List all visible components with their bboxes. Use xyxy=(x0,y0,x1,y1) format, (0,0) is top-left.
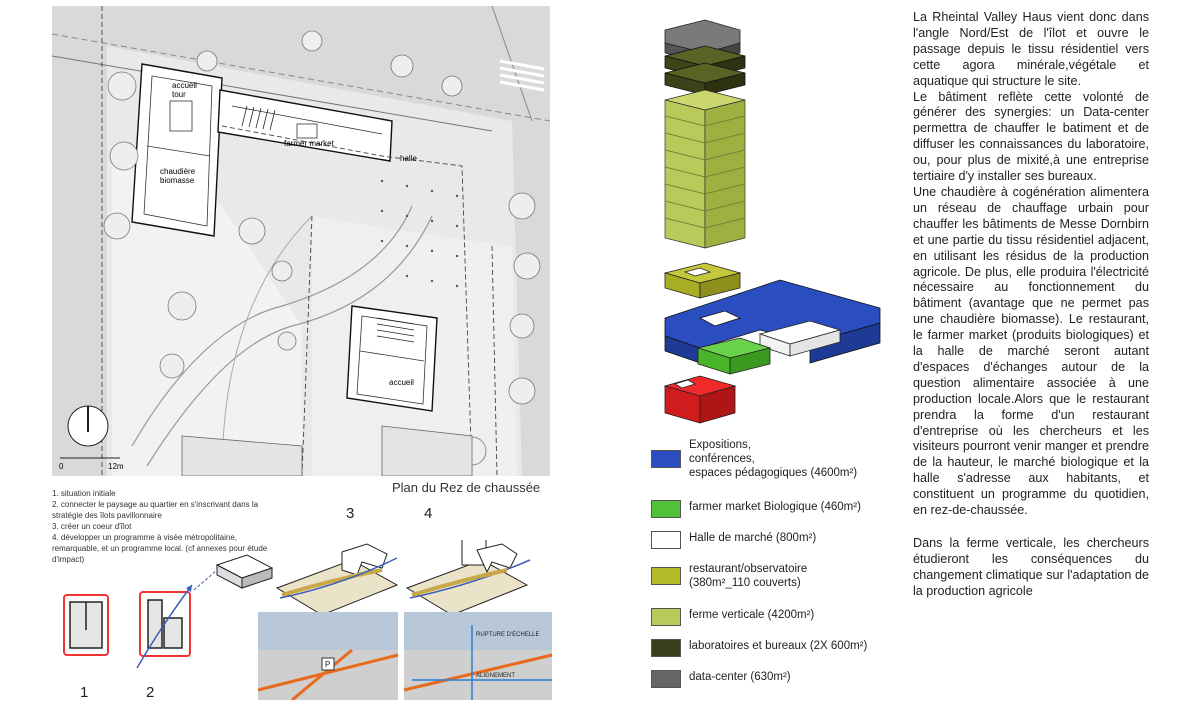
legend-label: Expositions, conférences, espaces pédago… xyxy=(689,439,858,479)
legend-item: Halle de marché (800m²) xyxy=(651,531,816,549)
step-item: 3. créer un coeur d'îlot xyxy=(52,522,132,531)
paragraph: Une chaudière à cogénération alimentera … xyxy=(913,184,1149,518)
svg-text:tour: tour xyxy=(172,90,186,99)
diagram-3 xyxy=(275,543,399,616)
step-item: 2. connecter le paysage au quartier en s… xyxy=(52,500,259,520)
description-text: La Rheintal Valley Haus vient donc dans … xyxy=(913,10,1149,600)
paragraph: Dans la ferme verticale, les chercheurs … xyxy=(913,536,1149,598)
legend-item: Expositions, conférences, espaces pédago… xyxy=(651,438,857,480)
step-number-4: 4 xyxy=(424,505,433,522)
legend-label: laboratoires et bureaux (2X 600m²) xyxy=(689,640,868,652)
strategy-steps-list: 1. situation initiale 2. connecter le pa… xyxy=(52,488,282,565)
diagram-4 xyxy=(405,540,531,616)
exploded-axonometric xyxy=(663,19,881,424)
scale-0: 0 xyxy=(59,462,64,471)
step-number-3: 3 xyxy=(346,505,355,522)
diagram-2 xyxy=(136,584,193,669)
step-item: 4. développer un programme à visée métro… xyxy=(52,533,268,564)
svg-text:RUPTURE D'ECHELLE: RUPTURE D'ECHELLE xyxy=(476,632,540,638)
paragraph: Le bâtiment reflète cette volonté de gén… xyxy=(913,89,1149,184)
legend-item: ferme verticale (4200m²) xyxy=(651,608,814,626)
svg-text:P: P xyxy=(325,660,330,669)
legend-item: data-center (630m²) xyxy=(651,670,791,688)
legend-item: farmer market Biologique (460m²) xyxy=(651,500,861,518)
legend-label: Halle de marché (800m²) xyxy=(689,532,817,544)
legend-label: restaurant/observatoire (380m²_110 couve… xyxy=(689,563,808,589)
step-number-2: 2 xyxy=(146,684,155,701)
render-after: RUPTURE D'ECHELLE ALIGNEMENT xyxy=(403,612,553,700)
strategy-diagrams: P RUPTURE D'ECHELLE ALIGNEMENT xyxy=(63,540,553,700)
diagram-1 xyxy=(63,594,109,656)
ground-floor-site-plan: accueil tour farmer market halle chaudiè… xyxy=(52,6,550,476)
legend-swatch xyxy=(651,670,681,688)
render-before: P xyxy=(257,612,399,700)
legend-swatch xyxy=(651,567,681,585)
legend-item: restaurant/observatoire (380m²_110 couve… xyxy=(651,562,807,590)
svg-text:biomasse: biomasse xyxy=(160,176,195,185)
paragraph: La Rheintal Valley Haus vient donc dans … xyxy=(913,10,1149,88)
legend-swatch xyxy=(651,531,681,549)
label-accueil-tour: accueil xyxy=(172,81,197,90)
legend-label: data-center (630m²) xyxy=(689,671,791,683)
legend-label: ferme verticale (4200m²) xyxy=(689,609,815,621)
label-farmer-market: farmer market xyxy=(284,139,335,148)
step-number-1: 1 xyxy=(80,684,89,701)
scale-12: 12m xyxy=(108,462,124,471)
legend-swatch xyxy=(651,450,681,468)
svg-text:ALIGNEMENT: ALIGNEMENT xyxy=(476,673,515,679)
step-item: 1. situation initiale xyxy=(52,489,116,498)
label-chaudiere: chaudière xyxy=(160,167,196,176)
legend-swatch xyxy=(651,608,681,626)
label-halle: halle xyxy=(400,154,417,163)
legend-swatch xyxy=(651,639,681,657)
legend-swatch xyxy=(651,500,681,518)
plan-title: Plan du Rez de chaussée xyxy=(392,480,541,495)
label-accueil: accueil xyxy=(389,378,414,387)
legend-item: laboratoires et bureaux (2X 600m²) xyxy=(651,639,867,657)
legend-label: farmer market Biologique (460m²) xyxy=(689,501,861,513)
